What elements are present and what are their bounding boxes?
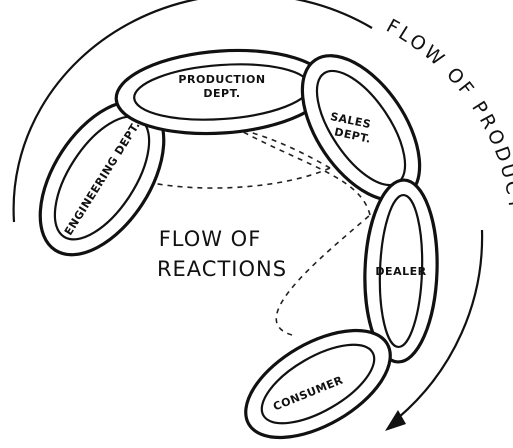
reactions-label-line2: REACTIONS: [157, 257, 287, 281]
dealer-label: DEALER: [375, 265, 426, 278]
product-flow-arrowhead: [385, 410, 406, 431]
link-dealer: [363, 178, 439, 364]
product-flow-arc-lower: [397, 229, 484, 419]
production-label-line2: DEPT.: [203, 87, 240, 100]
production-label-line1: PRODUCTION: [178, 73, 265, 86]
link-engineering: [38, 99, 166, 257]
link-production: [114, 48, 330, 136]
reactions-label-line1: FLOW OF: [159, 227, 262, 251]
product-flow-arc: [12, 0, 373, 223]
link-consumer: [244, 328, 392, 440]
